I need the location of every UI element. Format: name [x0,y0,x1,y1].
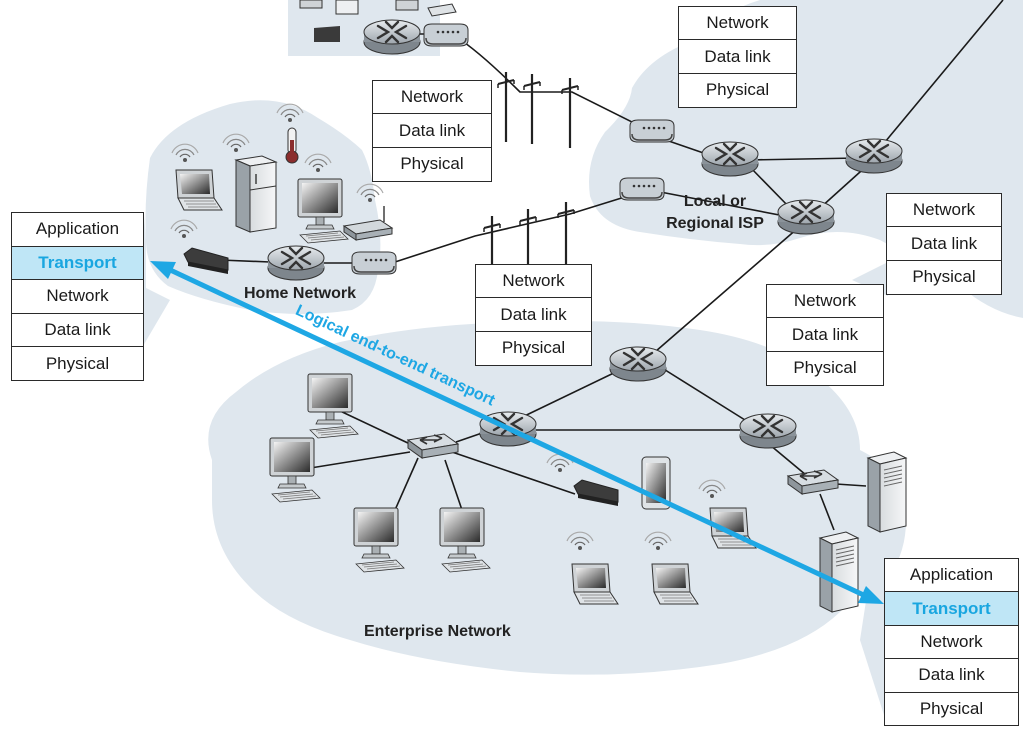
thermometer-icon [285,127,299,164]
modem-icon [619,177,665,201]
layer-data-link: Data link [373,114,491,148]
utility-pole-icon [522,72,542,146]
refrigerator-icon [234,155,278,233]
protocol-stack-router-top-right: Network Data link Physical [678,6,797,108]
layer-transport: Transport [885,592,1018,626]
isp-label-line1: Local or [683,193,747,210]
layer-network: Network [767,285,883,319]
top-partial-devices [299,0,457,42]
layer-transport: Transport [12,246,143,281]
modem-icon [423,23,469,47]
enterprise-network-cloud [208,321,906,675]
layer-network: Network [679,7,796,41]
layer-network: Network [373,81,491,115]
layer-network: Network [476,265,591,299]
router-icon [700,140,760,178]
router-icon [608,345,668,383]
protocol-stack-left-host: Application Transport Network Data link … [11,212,144,381]
layer-network: Network [887,194,1001,228]
layer-data-link: Data link [12,314,143,348]
isp-label-line2: Regional ISP [666,215,764,232]
protocol-stack-right-host: Application Transport Network Data link … [884,558,1019,726]
router-icon [844,137,904,175]
router-icon [266,244,326,282]
layer-data-link: Data link [476,298,591,332]
protocol-stack-router-middle: Network Data link Physical [475,264,592,366]
utility-pole-icon [496,70,516,144]
callout-wedge-enterprise-router [766,385,826,432]
layer-physical: Physical [793,358,857,378]
layer-data-link: Data link [887,227,1001,261]
protocol-stack-router-isp-right: Network Data link Physical [886,193,1002,295]
server-icon [819,531,859,613]
layer-application: Application [885,559,1018,593]
layer-physical: Physical [400,154,464,174]
layer-network: Network [885,626,1018,660]
layer-application: Application [12,213,143,247]
layer-data-link: Data link [885,659,1018,693]
modem-icon [351,251,397,275]
server-icon [867,451,907,533]
router-icon [776,198,836,236]
utility-pole-icon [560,76,580,150]
home-network-label: Home Network [244,285,357,302]
utility-pole-icon [556,200,576,274]
wireless-router-icon [342,206,394,241]
protocol-stack-router-top-left: Network Data link Physical [372,80,492,182]
layer-physical: Physical [919,699,984,719]
layer-data-link: Data link [679,40,796,74]
enterprise-network-label: Enterprise Network [364,623,511,640]
layer-physical: Physical [45,354,110,374]
layer-physical: Physical [705,80,770,100]
protocol-stack-router-enterprise-right: Network Data link Physical [766,284,884,386]
layer-physical: Physical [912,267,976,287]
callout-wedge-left-host [143,214,170,346]
layer-physical: Physical [501,338,566,358]
layer-network: Network [12,280,143,314]
modem-icon [629,119,675,143]
router-icon [738,412,798,450]
logical-transport-arrow [150,261,884,604]
router-icon [362,18,422,56]
layer-data-link: Data link [767,318,883,352]
